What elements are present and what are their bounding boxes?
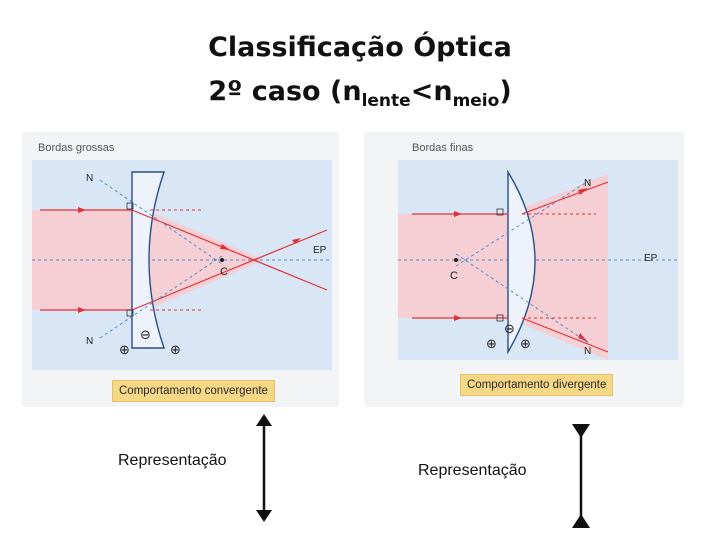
representation-label-right: Representação (418, 462, 527, 479)
label-c: C (220, 266, 228, 278)
minus-sign: ⊖ (140, 328, 151, 343)
refracted-ray-bottom (521, 317, 609, 353)
label-n-bottom: N (86, 336, 93, 347)
arrow-refracted-bottom (292, 238, 301, 244)
normal-top (99, 179, 223, 265)
subscript-meio: meio (452, 91, 500, 111)
subtitle-close: ) (499, 76, 512, 107)
arrow-refracted-top (578, 188, 588, 195)
right-angle-bottom (126, 309, 134, 317)
right-angle-bottom (496, 314, 504, 322)
arrow-incident-bottom (454, 315, 462, 321)
panel-heading: Bordas finas (412, 142, 474, 154)
center-point (220, 258, 224, 262)
minus-sign: ⊖ (504, 322, 515, 337)
representation-label-left: Representação (118, 452, 227, 469)
arrowhead-inward-bottom (572, 514, 590, 528)
normal-top (455, 179, 591, 267)
arrow-refracted-bottom (578, 333, 588, 342)
arrow-incident-top (78, 207, 86, 213)
label-ep: EP (313, 245, 327, 256)
behavior-label: Comportamento divergente (460, 374, 614, 396)
label-n-bottom: N (584, 346, 591, 357)
convergent-lens-diagram: C EP N N ⊕ ⊖ ⊕ (32, 160, 332, 370)
normal-bottom (455, 253, 591, 345)
right-angle-top (126, 202, 134, 210)
normal-bottom (99, 255, 223, 339)
arrow-incident-bottom (78, 307, 86, 313)
subtitle-prefix: 2º caso (n (208, 76, 362, 107)
diverging-lens-symbol (572, 424, 590, 528)
converging-lens-symbol (256, 414, 272, 522)
incident-beam (398, 214, 508, 318)
behavior-label: Comportamento convergente (112, 380, 275, 402)
arrow-refracted-top (220, 244, 230, 250)
panel-heading: Bordas grossas (38, 142, 115, 154)
lens-shape (131, 171, 165, 349)
label-ep: EP (644, 253, 658, 264)
arrow-incident-top (454, 211, 462, 217)
converging-beam (147, 210, 264, 310)
label-n-top: N (584, 178, 591, 189)
convergent-lens-panel: C EP N N ⊕ ⊖ ⊕ Bordas grossas Comportame… (22, 132, 339, 407)
plus-sign-right: ⊕ (170, 343, 181, 358)
arrowhead-inward-top (572, 424, 590, 438)
refracted-ray-top (521, 181, 609, 215)
slide-title: Classificação Óptica (208, 32, 512, 63)
divergent-lens-diagram: C EP N N ⊕ ⊖ ⊕ (398, 160, 678, 360)
divergent-lens-panel: C EP N N ⊕ ⊖ ⊕ Bordas finas Comportament… (364, 132, 684, 407)
arrowhead-up (256, 414, 272, 426)
lens-shape (507, 169, 536, 355)
subtitle-lt: <n (410, 76, 453, 107)
diverging-beam (508, 174, 608, 360)
slide-subtitle: 2º caso (nlente<nmeio) (0, 72, 720, 121)
label-c: C (450, 270, 458, 282)
plus-sign-left: ⊕ (486, 337, 497, 352)
center-point (454, 258, 458, 262)
plus-sign-left: ⊕ (119, 343, 130, 358)
arrowhead-down (256, 510, 272, 522)
refracted-ray-top (131, 209, 328, 291)
subscript-lente: lente (361, 91, 411, 111)
plus-sign-right: ⊕ (520, 337, 531, 352)
refracted-ray-bottom (131, 229, 328, 311)
label-n-top: N (86, 173, 93, 184)
right-angle-top (496, 208, 504, 216)
